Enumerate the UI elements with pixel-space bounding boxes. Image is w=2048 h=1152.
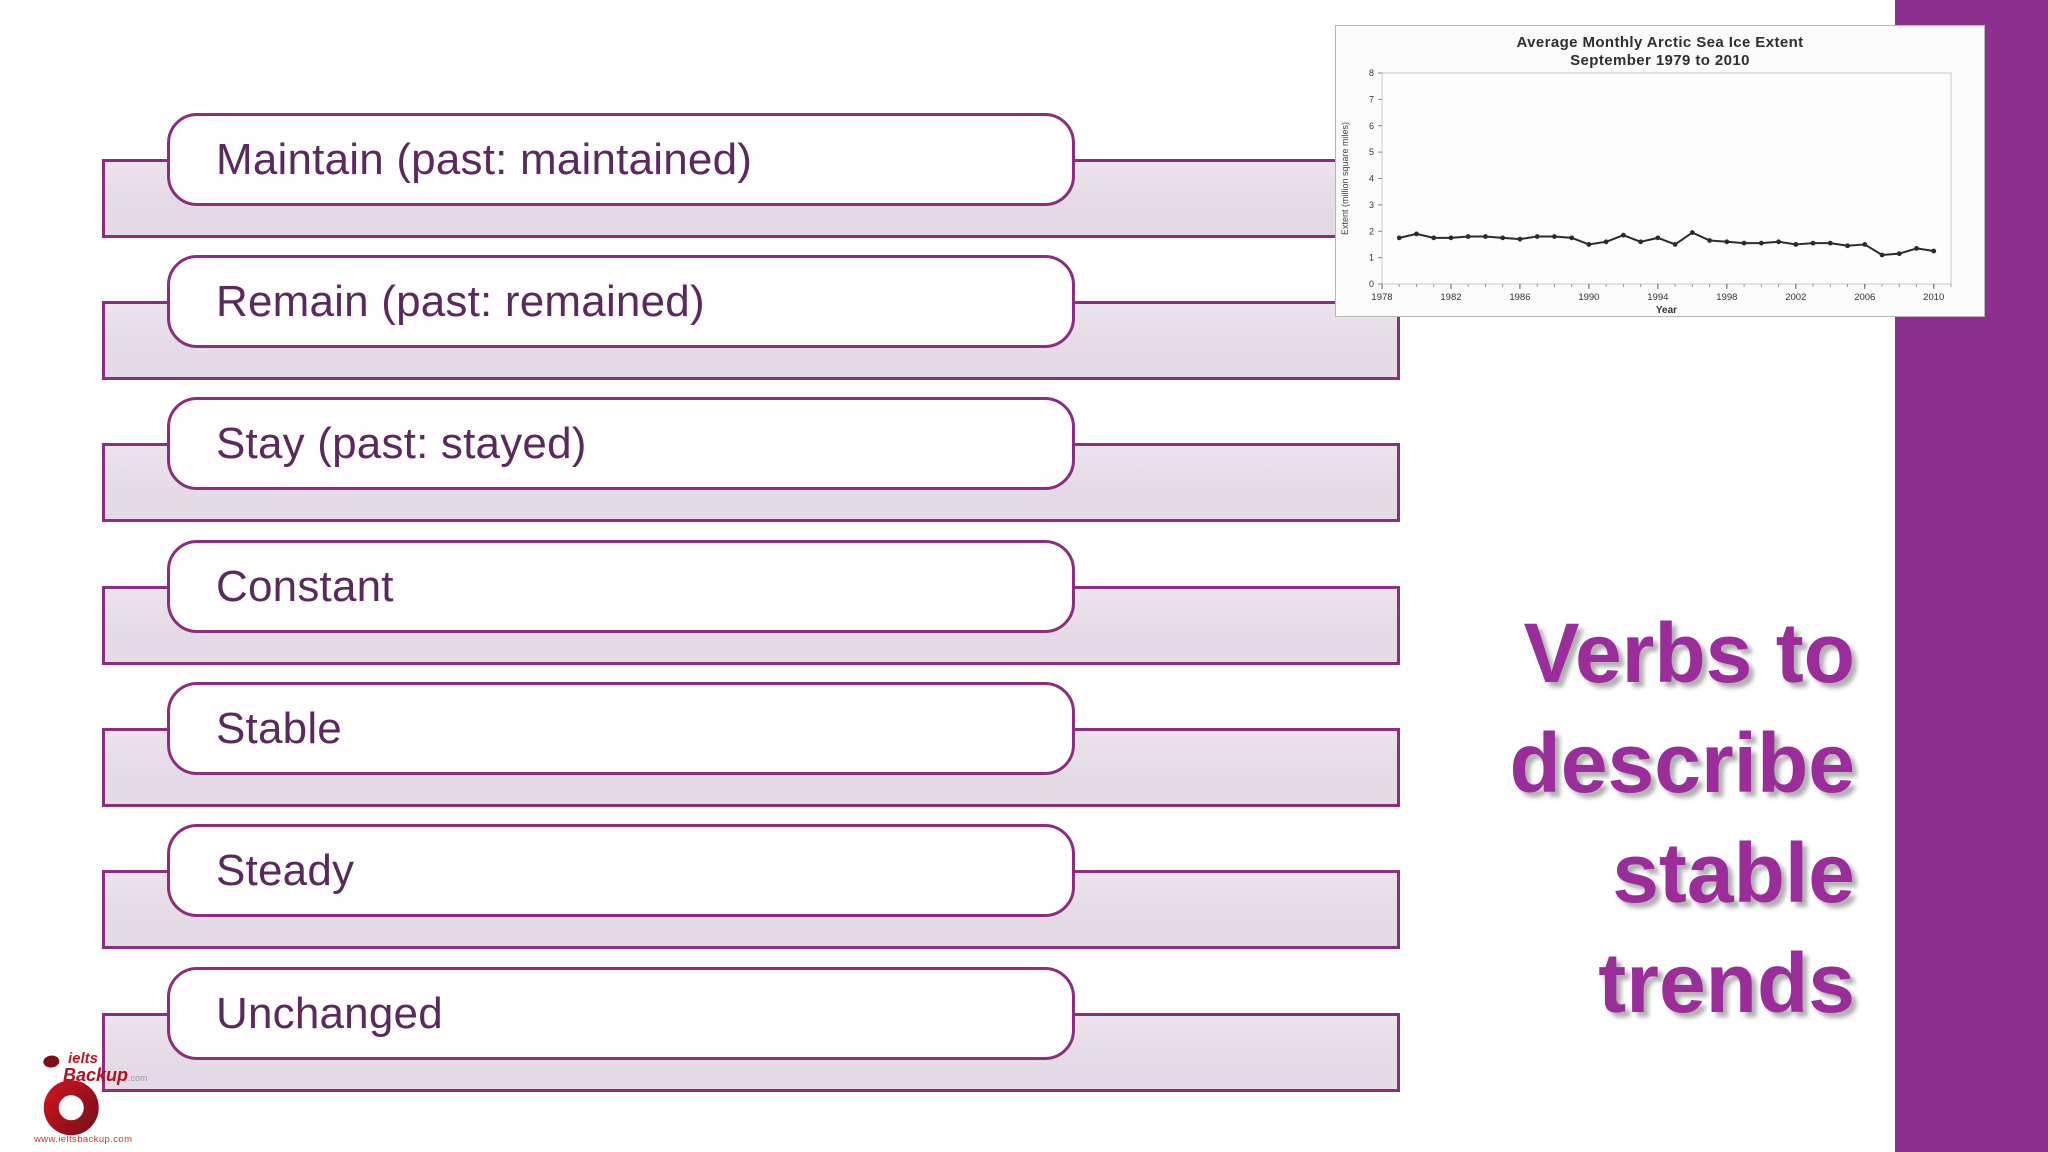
list-item-box: Remain (past: remained) [167, 255, 1075, 348]
slide-title-line: describe [1509, 716, 1855, 810]
svg-text:6: 6 [1369, 121, 1374, 131]
sea-ice-chart: Average Monthly Arctic Sea Ice Extent Se… [1335, 25, 1985, 317]
list-item-box: Stable [167, 682, 1075, 775]
list-item-label: Stay (past: stayed) [216, 418, 587, 468]
svg-text:1998: 1998 [1716, 292, 1737, 303]
ieltsbackup-logo: ielts Backup.com www.ieltsbackup.com [28, 1046, 168, 1150]
svg-text:5: 5 [1369, 147, 1374, 157]
svg-text:7: 7 [1369, 94, 1374, 104]
list-item-label: Steady [216, 845, 355, 895]
slide-title-line: stable [1612, 826, 1855, 920]
chart-title: Average Monthly Arctic Sea Ice Extent [1516, 34, 1804, 51]
svg-text:4: 4 [1369, 174, 1374, 184]
svg-text:1982: 1982 [1440, 292, 1461, 303]
list-item-label: Unchanged [216, 988, 443, 1038]
slide-title-line: Verbs to [1523, 606, 1855, 700]
slide-title: Verbs to describe stable trends [1509, 598, 1855, 1038]
svg-text:2002: 2002 [1785, 292, 1806, 303]
list-item-box: Steady [167, 824, 1075, 917]
list-item-label: Remain (past: remained) [216, 276, 705, 326]
list-item-box: Unchanged [167, 967, 1075, 1060]
svg-text:1: 1 [1369, 253, 1374, 263]
list-item-label: Constant [216, 561, 394, 611]
svg-text:8: 8 [1369, 68, 1374, 78]
svg-text:2006: 2006 [1854, 292, 1875, 303]
svg-text:Year: Year [1656, 305, 1677, 316]
svg-text:2010: 2010 [1923, 292, 1944, 303]
svg-text:0: 0 [1369, 279, 1374, 289]
svg-text:3: 3 [1369, 200, 1374, 210]
list-item-box: Constant [167, 540, 1075, 633]
logo-website: www.ieltsbackup.com [34, 1134, 133, 1145]
svg-text:Extent (million square miles): Extent (million square miles) [1340, 122, 1350, 235]
chart-subtitle: September 1979 to 2010 [1570, 52, 1750, 69]
svg-text:1986: 1986 [1509, 292, 1530, 303]
svg-text:1994: 1994 [1647, 292, 1668, 303]
list-item-box: Stay (past: stayed) [167, 397, 1075, 490]
sea-ice-plot: 0 1 2 3 4 5 6 7 8 1978 1982 1986 1990 1994 1998 2002 200… [1340, 68, 1952, 316]
list-item-label: Stable [216, 703, 342, 753]
svg-text:1990: 1990 [1578, 292, 1599, 303]
logo-brand-suffix: .com [128, 1073, 148, 1083]
list-item-label: Maintain (past: maintained) [216, 134, 753, 184]
slide-title-line: trends [1598, 936, 1855, 1030]
logo-brand-bottom: Backup.com [63, 1065, 148, 1085]
logo-brand-top: ielts [68, 1050, 99, 1067]
list-item-box: Maintain (past: maintained) [167, 113, 1075, 206]
svg-text:1978: 1978 [1371, 292, 1392, 303]
ieltsbackup-logo-mark [35, 1055, 99, 1138]
svg-text:2: 2 [1369, 226, 1374, 236]
